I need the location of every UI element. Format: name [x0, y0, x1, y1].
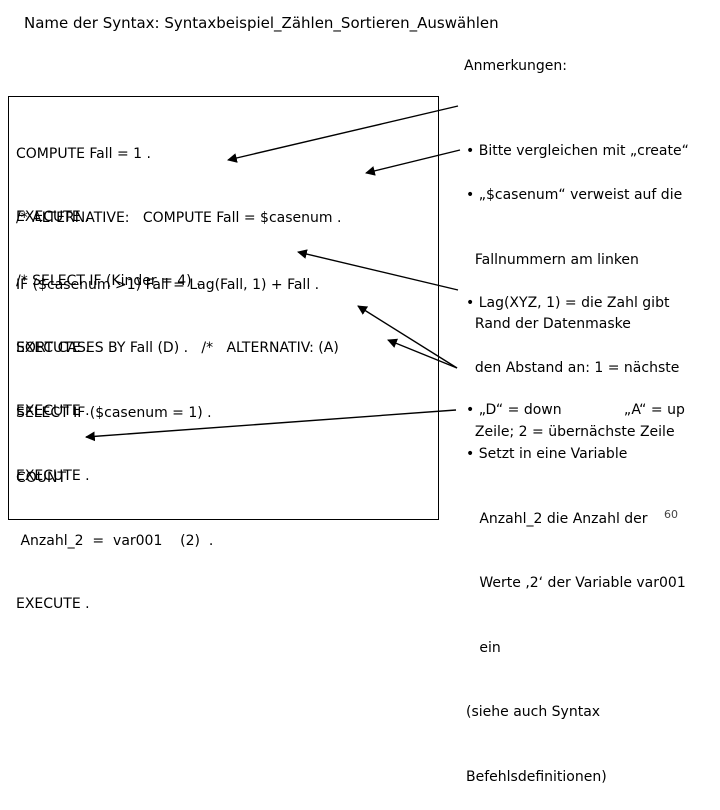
- code-line: SELECT IF ($casenum = 1) .: [16, 405, 212, 421]
- syntax-box: [8, 96, 439, 520]
- code-block-if-lag: IF ($casenum >1) Fall = Lag(Fall, 1) + F…: [16, 233, 319, 380]
- code-line: COUNT: [16, 470, 67, 486]
- code-block-select-if: SELECT IF ($casenum = 1) . EXECUTE .: [16, 361, 212, 508]
- code-line: EXECUTE .: [16, 209, 90, 225]
- notes-header: Anmerkungen:: [464, 58, 567, 74]
- note-line: Rand der Datenmaske: [466, 316, 631, 332]
- arrow-count: [85, 409, 457, 442]
- note-line: Fallnummern am linken: [466, 251, 639, 268]
- arrow-up: [387, 338, 458, 369]
- code-line: EXECUTE .: [16, 468, 90, 484]
- note-line: den Abstand an: 1 = nächste: [466, 359, 680, 376]
- code-block-compute: COMPUTE Fall = 1 . EXECUTE .: [16, 102, 151, 249]
- code-block-sort-cases: SORT CASES BY Fall (D) . /* ALTERNATIV: …: [16, 296, 339, 443]
- annotation-arrows: [85, 105, 461, 442]
- code-line: IF ($casenum >1) Fall = Lag(Fall, 1) + F…: [16, 277, 320, 293]
- note-line: • Setzt in eine Variable: [466, 446, 628, 462]
- code-line: /* ALTERNATIVE: COMPUTE Fall = $casenum …: [16, 210, 342, 226]
- note-line: Zeile; 2 = übernächste Zeile: [466, 424, 675, 440]
- note-line: • „D“ = down „A“ = up: [466, 402, 685, 418]
- note-line: • Lag(XYZ, 1) = die Zahl gibt: [466, 295, 670, 311]
- code-line: COMPUTE Fall = 1 .: [16, 146, 151, 162]
- note-line: • „$casenum“ verweist auf die: [466, 187, 683, 203]
- note-line: ein: [466, 639, 501, 656]
- note-lag: • Lag(XYZ, 1) = die Zahl gibt den Abstan…: [466, 250, 679, 465]
- note-sort-direction: • „D“ = down „A“ = up: [466, 357, 685, 443]
- arrow-lag: [297, 249, 459, 291]
- code-line: /* SELECT IF (Kinder = 4) .: [16, 273, 201, 289]
- note-line: (siehe auch Syntax: [466, 704, 601, 720]
- code-block-alternative: /* ALTERNATIVE: COMPUTE Fall = $casenum …: [16, 166, 341, 313]
- slide-title: Name der Syntax: Syntaxbeispiel_Zählen_S…: [24, 14, 499, 32]
- note-line: Werte ‚2‘ der Variable var001: [466, 575, 686, 591]
- note-create: • Bitte vergleichen mit „create“: [466, 98, 689, 184]
- code-line: EXECUTE .: [16, 403, 90, 419]
- code-line: EXECUTE .: [16, 340, 90, 356]
- note-line: • Bitte vergleichen mit „create“: [466, 143, 689, 159]
- note-casenum: • „$casenum“ verweist auf die Fallnummer…: [466, 142, 682, 357]
- code-line: EXECUTE .: [16, 596, 90, 612]
- code-line: SORT CASES BY Fall (D) . /* ALTERNATIV: …: [16, 340, 339, 356]
- arrow-down: [357, 305, 458, 369]
- page-number: 60: [664, 508, 678, 521]
- arrow-casenum: [365, 149, 461, 176]
- arrow-create: [227, 105, 459, 163]
- note-line: Anzahl_2 die Anzahl der: [466, 510, 648, 527]
- note-line: Befehlsdefinitionen): [466, 768, 607, 785]
